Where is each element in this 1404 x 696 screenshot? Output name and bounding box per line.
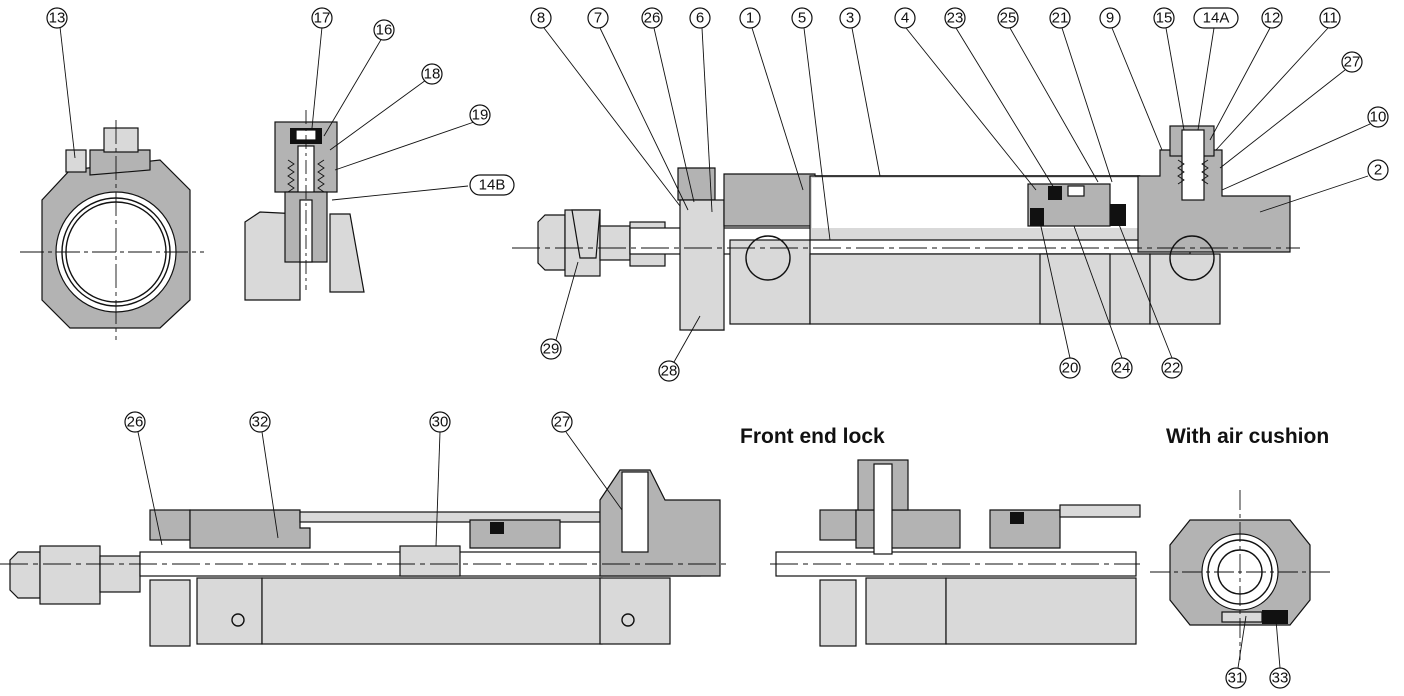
svg-text:33: 33 — [1272, 670, 1289, 687]
callout-27-bottom: 27 — [551, 411, 623, 511]
callout-13: 13 — [46, 7, 76, 159]
callout-21: 21 — [1049, 7, 1113, 183]
callout-17: 17 — [311, 7, 333, 129]
svg-text:19: 19 — [472, 107, 489, 124]
callout-26: 26 — [641, 7, 695, 203]
callout-20: 20 — [1039, 221, 1081, 379]
callout-9: 9 — [1099, 7, 1163, 151]
callout-4: 4 — [894, 7, 1037, 191]
callout-18: 18 — [329, 63, 443, 151]
main-cylinder-section — [512, 125, 1300, 331]
svg-text:22: 22 — [1164, 360, 1181, 377]
callout-28: 28 — [658, 315, 701, 382]
callout-16: 16 — [323, 19, 395, 137]
callout-8: 8 — [530, 7, 681, 207]
svg-text:25: 25 — [1000, 10, 1017, 27]
callout-14A: 14A — [1193, 7, 1239, 131]
svg-text:26: 26 — [127, 414, 144, 431]
svg-text:1: 1 — [746, 10, 754, 27]
callout-3: 3 — [839, 7, 881, 177]
front-end-lock-caption: Front end lock — [740, 425, 885, 448]
port-detail-section — [244, 110, 365, 301]
bottom-cylinder-section — [0, 469, 730, 647]
svg-text:18: 18 — [424, 66, 441, 83]
air-cushion-end-view — [1150, 490, 1330, 660]
svg-text:14B: 14B — [479, 177, 506, 194]
svg-text:13: 13 — [49, 10, 66, 27]
callout-2: 2 — [1259, 159, 1389, 213]
callout-33: 33 — [1269, 619, 1291, 689]
svg-text:8: 8 — [537, 10, 545, 27]
callout-5: 5 — [791, 7, 831, 241]
callout-32: 32 — [249, 411, 279, 539]
svg-text:14A: 14A — [1203, 10, 1230, 27]
svg-text:16: 16 — [376, 22, 393, 39]
svg-text:15: 15 — [1156, 10, 1173, 27]
svg-text:27: 27 — [1344, 54, 1361, 71]
callout-24: 24 — [1073, 225, 1133, 379]
callout-19: 19 — [334, 104, 491, 171]
callout-29: 29 — [540, 261, 579, 360]
callout-1: 1 — [739, 7, 804, 191]
svg-text:10: 10 — [1370, 109, 1387, 126]
svg-text:5: 5 — [798, 10, 806, 27]
svg-text:2: 2 — [1374, 162, 1382, 179]
callout-11: 11 — [1215, 7, 1341, 151]
callout-12: 12 — [1209, 7, 1283, 141]
callout-27: 27 — [1219, 51, 1363, 169]
svg-text:6: 6 — [696, 10, 704, 27]
air-cushion-caption: With air cushion — [1166, 425, 1329, 448]
callout-26-bottom: 26 — [124, 411, 163, 546]
end-view — [20, 120, 204, 340]
svg-text:23: 23 — [947, 10, 964, 27]
svg-text:9: 9 — [1106, 10, 1114, 27]
svg-text:31: 31 — [1228, 670, 1245, 687]
svg-text:32: 32 — [252, 414, 269, 431]
svg-text:28: 28 — [661, 363, 678, 380]
svg-text:17: 17 — [314, 10, 331, 27]
svg-text:20: 20 — [1062, 360, 1079, 377]
svg-text:29: 29 — [543, 341, 560, 358]
callout-31: 31 — [1225, 615, 1247, 689]
svg-text:24: 24 — [1114, 360, 1131, 377]
svg-text:21: 21 — [1052, 10, 1069, 27]
callout-23: 23 — [944, 7, 1055, 189]
svg-text:26: 26 — [644, 10, 661, 27]
svg-text:27: 27 — [554, 414, 571, 431]
callout-7: 7 — [587, 7, 689, 211]
callout-30: 30 — [429, 411, 451, 547]
svg-text:11: 11 — [1322, 10, 1338, 27]
callout-10: 10 — [1221, 106, 1389, 191]
callout-15: 15 — [1153, 7, 1185, 131]
svg-text:3: 3 — [846, 10, 854, 27]
callout-22: 22 — [1117, 221, 1183, 379]
callout-14B: 14B — [331, 174, 515, 201]
svg-text:7: 7 — [594, 10, 602, 27]
callout-25: 25 — [997, 7, 1099, 183]
front-end-lock-section — [770, 459, 1141, 647]
svg-text:30: 30 — [432, 414, 449, 431]
svg-text:12: 12 — [1264, 10, 1281, 27]
svg-text:4: 4 — [901, 10, 909, 27]
callout-6: 6 — [689, 7, 713, 213]
